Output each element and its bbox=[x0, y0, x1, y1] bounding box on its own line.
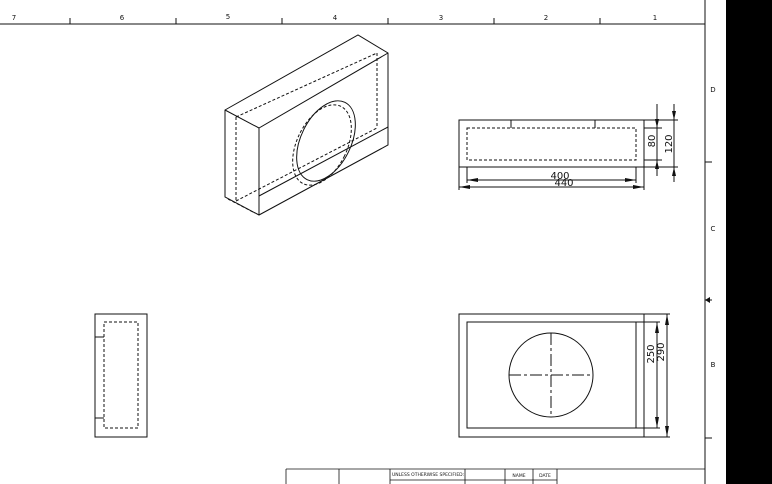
dim-120-label: 120 bbox=[664, 134, 675, 153]
center-mark-arrow bbox=[705, 297, 710, 303]
zone-label-6: 6 bbox=[120, 14, 125, 22]
dim-80-label: 80 bbox=[647, 135, 658, 148]
dim-250-label: 250 bbox=[646, 344, 657, 363]
dim-400-label: 400 bbox=[550, 171, 569, 182]
zone-label-7: 7 bbox=[12, 14, 16, 22]
dim-440-label: 440 bbox=[554, 178, 573, 189]
drawing-canvas: 7 6 5 4 3 2 1 D C B bbox=[0, 0, 716, 484]
drawing-sheet: 7 6 5 4 3 2 1 D C B bbox=[0, 0, 726, 484]
front-view-arrows bbox=[459, 111, 676, 189]
zone-label-4: 4 bbox=[333, 14, 338, 22]
zone-label-2: 2 bbox=[544, 14, 548, 22]
zone-label-3: 3 bbox=[439, 14, 443, 22]
title-block-unless-specified: UNLESS OTHERWISE SPECIFIED: bbox=[392, 472, 464, 478]
title-block-date-header: DATE bbox=[539, 473, 551, 479]
top-view-arrows bbox=[655, 314, 669, 437]
dim-290-label: 290 bbox=[656, 342, 667, 361]
front-view bbox=[458, 104, 678, 190]
zone-label-5: 5 bbox=[226, 13, 230, 21]
zone-ticks-top bbox=[69, 18, 601, 24]
title-block bbox=[285, 468, 705, 484]
zone-label-c: C bbox=[711, 225, 716, 233]
top-view bbox=[458, 313, 670, 438]
zone-label-d: D bbox=[710, 86, 715, 94]
zone-label-1: 1 bbox=[653, 14, 657, 22]
side-view bbox=[94, 313, 148, 438]
title-block-name-header: NAME bbox=[512, 473, 525, 479]
isometric-view bbox=[224, 34, 389, 216]
sheet-border bbox=[0, 0, 706, 484]
zone-label-b: B bbox=[711, 361, 716, 369]
